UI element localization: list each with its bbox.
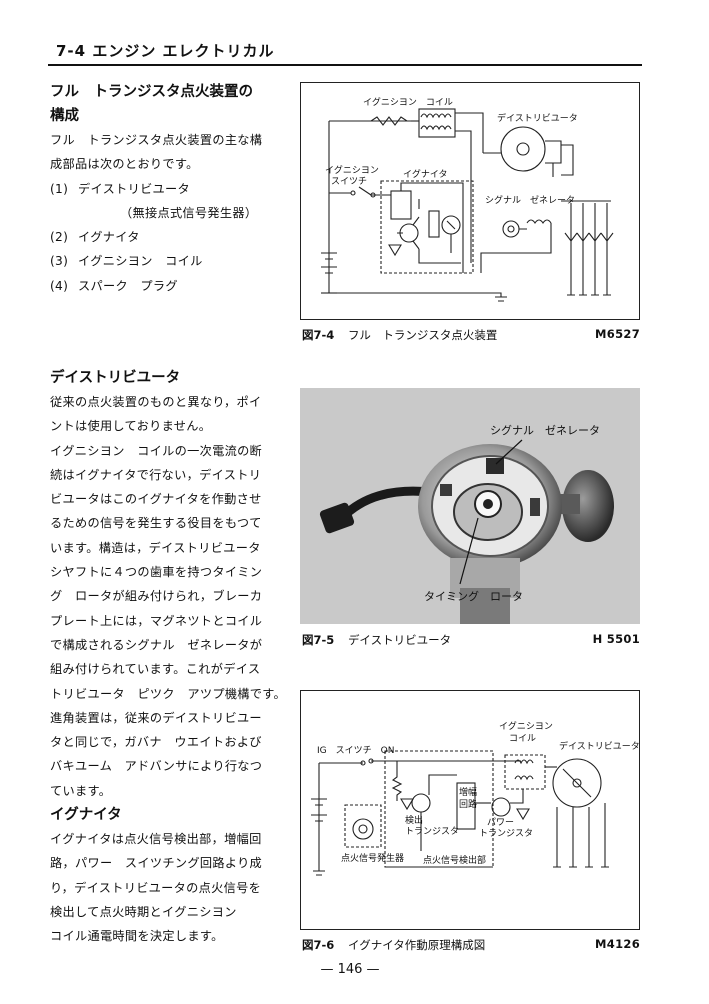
label-detect-transistor-2: トランジスタ [405, 826, 459, 837]
figure-code: M6527 [595, 327, 640, 341]
figure-igniter-principle: IG スイツチ ON イグニシヨン コイル デイストリビユータ 増幅 回路 検出… [300, 690, 640, 930]
label-detect-transistor: 検出 [405, 814, 423, 826]
paragraph-line: 路，パワー スイツチング回路より成 [50, 856, 263, 871]
paragraph-line: ています。 [50, 783, 112, 798]
label-signal-detector: 点火信号検出部 [423, 854, 486, 866]
label-power-transistor: パワー [487, 817, 514, 828]
paragraph-line: り，デイストリビユータの点火信号を [50, 880, 262, 895]
label-distributor: デイストリビユータ [497, 112, 578, 124]
label-power-transistor-2: トランジスタ [479, 828, 533, 839]
figure-caption: 図7-4 フル トランジスタ点火装置 M6527 [302, 327, 640, 342]
circuit-diagram: イグニシヨン コイル デイストリビユータ イグニシヨン スイツチ イグナイタ シ… [321, 96, 614, 302]
header-title: 7-4 エンジン エレクトリカル [56, 42, 275, 60]
paragraph-line: 従来の点火装置のものと異なり，ポイ [50, 395, 262, 409]
page-header: 7-4 エンジン エレクトリカル [48, 36, 642, 66]
page-number: — 146 — [320, 962, 380, 977]
label-ignition-switch-2: スイツチ [331, 176, 367, 187]
label-ig-switch: IG スイツチ ON [317, 745, 394, 756]
paragraph-line: イグナイタは点火信号検出部，増幅回 [50, 832, 262, 847]
paragraph-line: コイル通電時間を決定します。 [50, 929, 224, 944]
paragraph: 従来の点火装置のものと異なり，ポイ ントは使用しておりません。 イグニシヨン コ… [50, 390, 287, 803]
paragraph-line: で構成されるシグナル ゼネレータが [50, 637, 263, 652]
label-ignition-coil: イグニシヨン コイル [363, 96, 453, 108]
label-amp-2: 回路 [459, 798, 477, 810]
figure-code: H 5501 [592, 632, 640, 646]
figure-caption: 図7-5 デイストリビユータ H 5501 [302, 632, 640, 647]
paragraph-line: 続はイグナイタで行ない，デイストリ [50, 467, 262, 482]
label-igniter: イグナイタ [403, 168, 447, 180]
label-distributor: デイストリビユータ [559, 740, 639, 752]
paragraph-line: るための信号を発生する役目をもつて [50, 516, 262, 531]
figure-distributor-photo: シグナル ゼネレータ タイミング ロータ [300, 388, 640, 624]
section-components: フル トランジスタ点火装置の 構成 フル トランジスタ点火装置の主な構 成部品は… [50, 80, 280, 298]
paragraph-line: 検出して点火時期とイグニシヨン [50, 904, 237, 919]
paragraph-line: ントは使用しておりません。 [50, 419, 212, 434]
label-timing-rotor: タイミング ロータ [424, 589, 523, 603]
paragraph-line: イグニシヨン コイルの一次電流の断 [50, 443, 263, 458]
list-item: (2)イグナイタ [50, 230, 140, 245]
paragraph-line: プレート上には，マグネツトとコイル [50, 613, 263, 628]
label-signal-generator: シグナル ゼネレータ [490, 423, 600, 437]
paragraph-line: バキユーム アドバンサにより行なつ [50, 759, 263, 774]
list-item: (3)イグニシヨン コイル [50, 254, 203, 269]
paragraph-line: います。構造は，デイストリビユータ [50, 540, 261, 555]
label-signal-generator: シグナル ゼネレータ [485, 194, 575, 206]
figure-code: M4126 [595, 937, 640, 951]
list-item: (4)スパーク プラグ [50, 278, 178, 293]
section-title: フル トランジスタ点火装置の [50, 84, 253, 100]
label-signal-source: 点火信号発生器 [341, 852, 404, 864]
figure-ignition-system: イグニシヨン コイル デイストリビユータ イグニシヨン スイツチ イグナイタ シ… [300, 82, 640, 320]
paragraph-line: トリビユータ ピツク アツプ機構です。 [50, 686, 287, 701]
distributor-photo-illustration: シグナル ゼネレータ タイミング ロータ [300, 388, 640, 624]
label-ignition-switch: イグニシヨン [325, 164, 379, 176]
section-title: イグナイタ [50, 807, 122, 824]
label-ignition-coil-2: コイル [509, 734, 536, 744]
section-title: デイストリビユータ [50, 370, 181, 386]
list-item: (1)デイストリビユータ [50, 181, 191, 196]
paragraph-line: フル トランジスタ点火装置の主な構 [50, 133, 263, 147]
paragraph-line: 組み付けられています。これがデイス [50, 662, 261, 677]
list-item: （無接点式信号発生器） [120, 205, 258, 220]
paragraph-line: 進角装置は，従来のデイストリビユー [50, 710, 262, 725]
paragraph-line: ビユータはこのイグナイタを作動させ [50, 492, 262, 507]
component-list: (1)デイストリビユータ （無接点式信号発生器） (2)イグナイタ (3)イグニ… [50, 177, 280, 298]
paragraph-line: グ ロータが組み付けられ，ブレーカ [50, 589, 263, 604]
paragraph: イグナイタは点火信号検出部，増幅回 路，パワー スイツチング回路より成 り，デイ… [50, 827, 280, 948]
label-ignition-coil: イグニシヨン [499, 720, 553, 732]
label-amp: 増幅 [459, 786, 477, 798]
paragraph-line: シヤフトに４つの歯車を持つタイミン [50, 565, 263, 580]
figure-caption: 図7-6 イグナイタ作動原理構成図 M4126 [302, 937, 640, 952]
paragraph-line: タと同じで，ガバナ ウエイトおよび [50, 735, 262, 750]
section-title-cont: 構成 [50, 108, 79, 124]
section-distributor: デイストリビユータ 従来の点火装置のものと異なり，ポイ ントは使用しておりません… [50, 366, 287, 949]
paragraph-line: 成部品は次のとおりです。 [50, 157, 199, 172]
igniter-diagram: IG スイツチ ON イグニシヨン コイル デイストリビユータ 増幅 回路 検出… [311, 720, 639, 876]
